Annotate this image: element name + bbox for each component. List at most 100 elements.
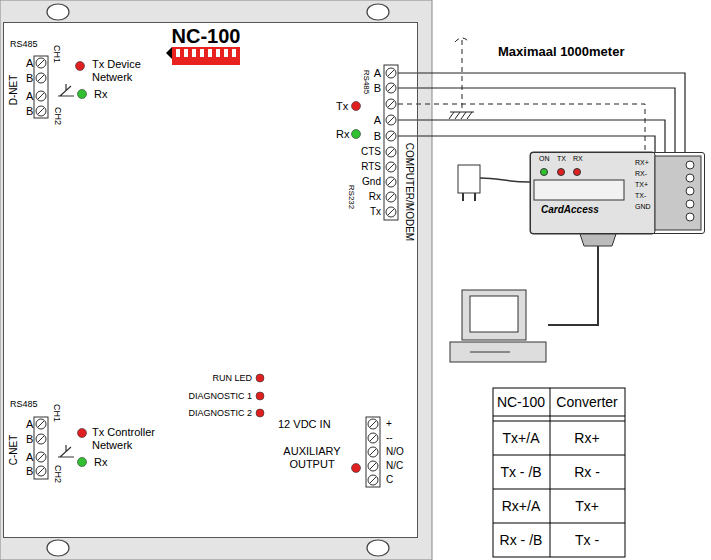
pin-label: GND (635, 203, 651, 211)
board-title: NC-100 (172, 25, 241, 48)
terminal-name: C (386, 474, 393, 486)
terminal-block (34, 56, 48, 118)
brand-name: CardAccess (541, 204, 599, 216)
terminal-block (384, 65, 398, 220)
table-cell: Rx - /B (500, 532, 543, 548)
channel-name: CH2 (53, 465, 63, 483)
converter-body (686, 213, 694, 221)
pin-table (493, 388, 625, 557)
mounting-hole (367, 540, 389, 556)
terminal-block (34, 56, 398, 487)
converter-body (558, 169, 565, 176)
distance-note: Maximaal 1000meter (498, 45, 624, 60)
screw-slot (38, 60, 44, 474)
table-cell: Tx+/A (503, 430, 540, 446)
terminal-name: A (374, 67, 381, 80)
led (76, 62, 361, 473)
terminal-name: -- (386, 432, 393, 444)
controller-board: NC-100 (3, 22, 418, 538)
terminal-name: N/C (386, 460, 403, 472)
led-label: Tx Device Netwerk (92, 58, 164, 83)
computer (470, 296, 518, 332)
terminal-name: B (26, 72, 33, 85)
ground-symbol (449, 112, 474, 119)
cable-shield (455, 38, 469, 42)
led-label: Rx (94, 456, 107, 469)
power-label: 12 VDC IN (278, 418, 331, 431)
terminal-name: B (26, 433, 33, 446)
pin-label: RX- (635, 170, 647, 178)
computer (470, 352, 510, 353)
led (256, 374, 264, 382)
table-header: NC-100 (497, 394, 545, 410)
table-cell: Rx+ (574, 430, 599, 446)
mounting-hole (47, 4, 69, 20)
led-label: RUN LED (212, 373, 252, 383)
converter-body (541, 169, 548, 176)
cable-wire (418, 120, 665, 152)
channel-name: CH2 (53, 107, 63, 125)
ground-symbol (449, 112, 474, 119)
terminal-name: A (374, 114, 381, 127)
converter-body (655, 156, 701, 230)
terminal-name: A (26, 57, 33, 70)
dip-switch (232, 49, 236, 57)
dip-switch (172, 47, 240, 65)
mounting-hole (47, 4, 389, 556)
table-cell: Tx+ (575, 498, 599, 514)
terminal-name: N/O (386, 446, 404, 458)
pin-label: TX- (635, 192, 646, 200)
led (256, 409, 264, 417)
board-frame (3, 22, 418, 538)
channel-name: CH1 (52, 404, 62, 422)
dip-switch (224, 49, 228, 57)
table-cell: Rx+/A (502, 498, 541, 514)
cable-shield (398, 104, 645, 152)
bus-name: RS485 (10, 399, 38, 409)
led (78, 90, 87, 99)
led (256, 392, 264, 400)
led-label: Tx Controller Netwerk (92, 426, 172, 451)
led (78, 458, 87, 467)
led (352, 464, 361, 473)
converter-box: ONTXRXCardAccessRX+RX-TX+TX-GND (530, 152, 705, 234)
led (352, 102, 361, 111)
pin-table (493, 388, 625, 557)
pin-label: TX+ (635, 181, 648, 189)
terminal-block (34, 417, 48, 479)
dip-switch (184, 49, 188, 57)
power-adapter (480, 178, 530, 182)
table-cell: Tx - (575, 532, 599, 548)
led-label: Tx (336, 100, 348, 113)
led-label: DIAGNOSTIC 2 (188, 408, 252, 418)
terminal-name: A (26, 451, 33, 464)
dip-switch (166, 47, 172, 59)
jumper-symbol (58, 84, 74, 457)
terminal-name: B (374, 130, 381, 143)
table-header: Converter (556, 394, 617, 410)
led (76, 62, 85, 71)
converter-body (686, 187, 694, 195)
board-frame (0, 0, 432, 560)
bus-name: RS485 (10, 39, 38, 49)
table-cell: Rx - (574, 464, 600, 480)
screw-slot (38, 60, 394, 483)
mounting-hole (367, 4, 389, 20)
jumper-symbol (58, 84, 74, 96)
led-label: DIAGNOSTIC 1 (188, 391, 252, 401)
jumper-symbol (58, 445, 74, 457)
cable-wire (418, 136, 655, 152)
converter-body (574, 169, 581, 176)
terminal-name: + (386, 418, 392, 430)
table-cell: Tx - /B (500, 464, 541, 480)
dip-switch (192, 49, 196, 57)
computer (450, 290, 546, 362)
network-name: D-NET (8, 75, 20, 106)
converter-body (530, 152, 701, 234)
channel-name: CH1 (52, 45, 62, 63)
terminal-name: B (26, 465, 33, 478)
bus-name: RS485 (361, 70, 370, 94)
signal-name: Tx (370, 206, 381, 218)
